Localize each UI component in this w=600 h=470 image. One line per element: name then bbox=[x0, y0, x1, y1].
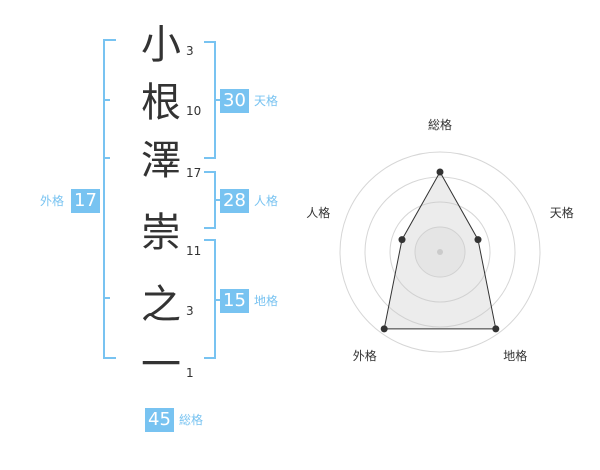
name-char-4: 崇 bbox=[141, 210, 181, 256]
radar-point-4 bbox=[398, 236, 406, 244]
radar-center bbox=[437, 249, 443, 255]
radar-ring bbox=[364, 176, 516, 328]
stroke-count-5: 3 bbox=[186, 304, 194, 318]
jinkaku-label: 人格 bbox=[254, 194, 279, 208]
jinkaku-value: 28 bbox=[220, 189, 249, 213]
name-char-1: 小 bbox=[141, 22, 181, 68]
gaikaku-value: 17 bbox=[71, 189, 100, 213]
tenkaku-value: 30 bbox=[220, 89, 249, 113]
radar-label-gaikaku: 外格 bbox=[352, 349, 377, 364]
radar-label-jinkaku: 人格 bbox=[306, 205, 331, 220]
radar-series-polygon bbox=[383, 170, 497, 330]
stroke-count-6: 1 bbox=[186, 366, 194, 380]
stroke-count-2: 10 bbox=[186, 104, 202, 118]
name-char-3: 澤 bbox=[141, 138, 181, 184]
stroke-count-3: 17 bbox=[186, 166, 202, 180]
radar-point-2 bbox=[492, 325, 500, 333]
radar-label-soukaku: 総格 bbox=[428, 117, 453, 132]
radar-ring bbox=[339, 151, 541, 353]
radar-label-chikaku: 地格 bbox=[503, 349, 528, 364]
name-char-5: 之 bbox=[141, 282, 181, 328]
radar-ring bbox=[389, 201, 491, 303]
soukaku-value: 45 bbox=[145, 408, 174, 432]
gaikaku-label: 外格 bbox=[40, 194, 65, 208]
chikaku-label: 地格 bbox=[254, 294, 279, 308]
tenkaku-label: 天格 bbox=[254, 94, 279, 108]
radar-point-3 bbox=[380, 325, 388, 333]
stroke-count-1: 3 bbox=[186, 44, 194, 58]
name-char-2: 根 bbox=[141, 80, 181, 126]
name-char-6: 一 bbox=[141, 342, 181, 388]
radar-point-1 bbox=[474, 236, 482, 244]
radar-point-0 bbox=[436, 168, 444, 176]
soukaku-label: 総格 bbox=[179, 413, 204, 427]
radar-label-tenkaku: 天格 bbox=[549, 205, 574, 220]
stroke-count-4: 11 bbox=[186, 244, 202, 258]
chikaku-value: 15 bbox=[220, 289, 249, 313]
